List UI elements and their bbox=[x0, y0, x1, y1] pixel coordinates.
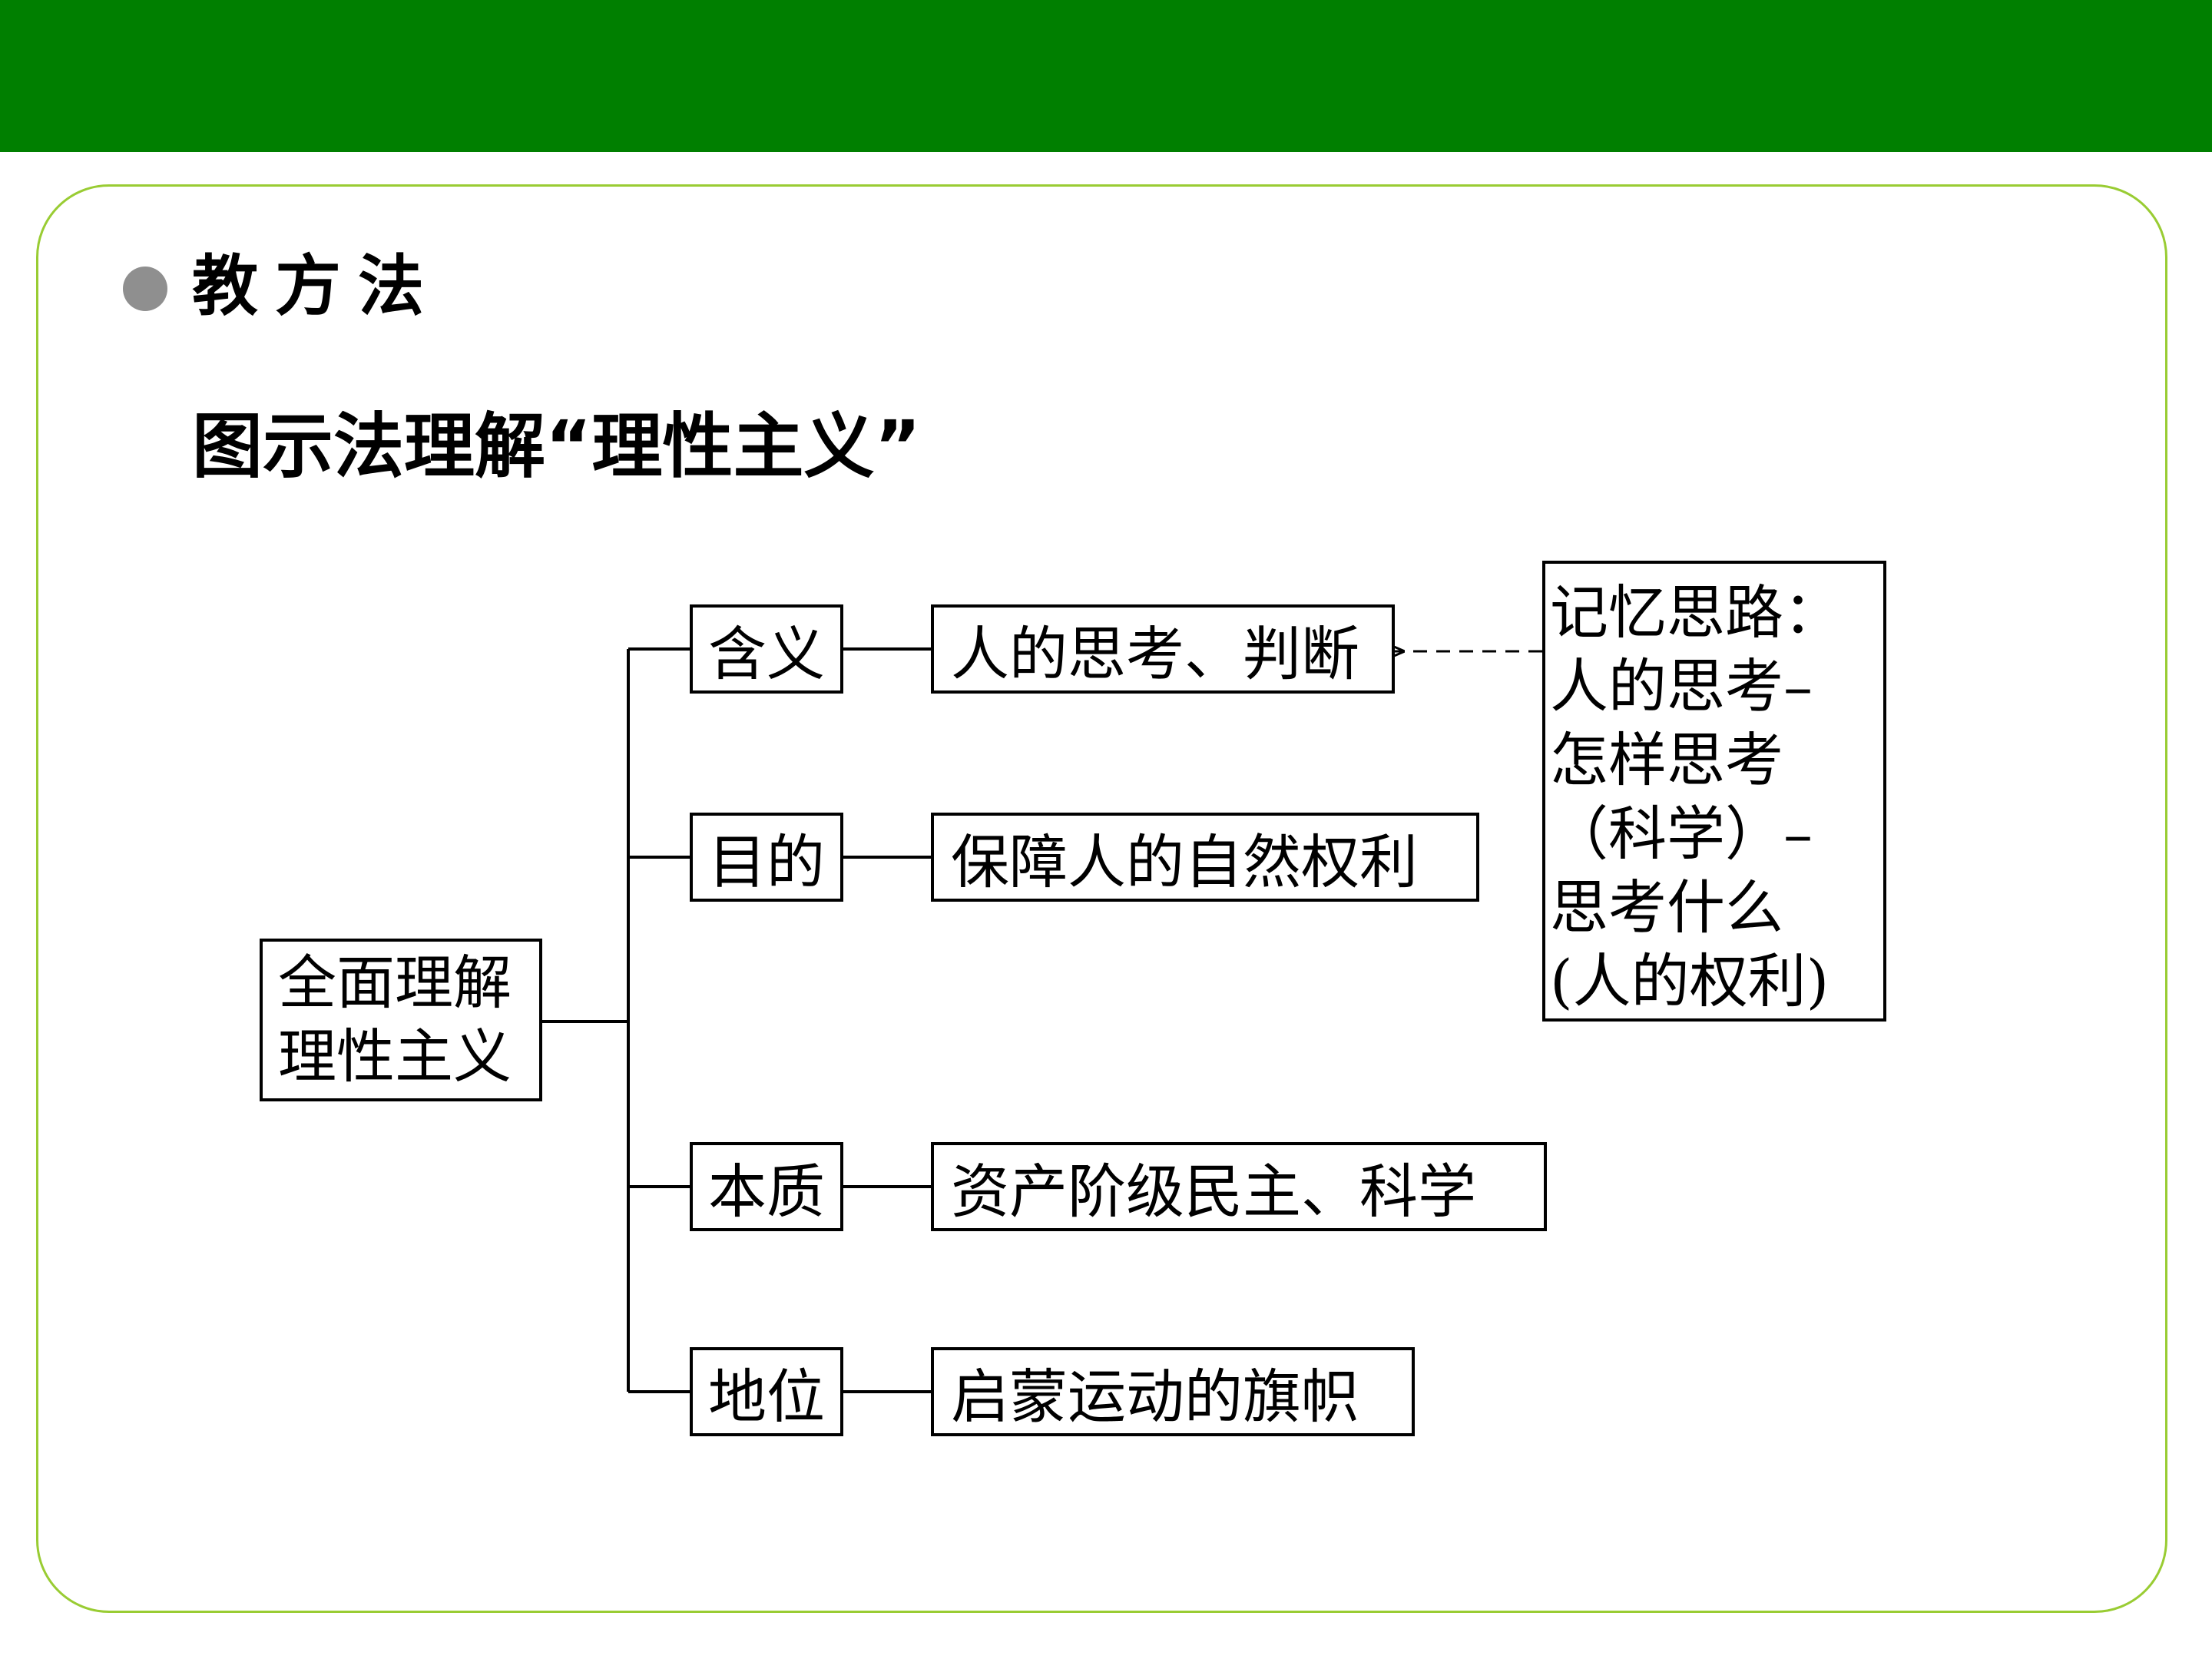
branch-desc-status: 启蒙运动的旗帜 bbox=[931, 1347, 1415, 1436]
section-heading: 教方法 bbox=[192, 248, 441, 325]
branch-label-purpose: 目的 bbox=[690, 813, 843, 902]
branch-desc-meaning: 人的思考、判断 bbox=[931, 604, 1395, 694]
root-node: 全面理解 理性主义 bbox=[260, 939, 542, 1101]
top-banner bbox=[0, 0, 2212, 152]
root-line-2: 理性主义 bbox=[278, 1022, 512, 1091]
branch-desc-purpose: 保障人的自然权利 bbox=[931, 813, 1479, 902]
bullet-icon bbox=[123, 267, 167, 311]
branch-label-status: 地位 bbox=[690, 1347, 843, 1436]
memory-note: 记忆思路： 人的思考– 怎样思考 （科学）– 思考什么 (人的权利) bbox=[1542, 561, 1886, 1022]
branch-label-essence: 本质 bbox=[690, 1142, 843, 1231]
branch-label-meaning: 含义 bbox=[690, 604, 843, 694]
root-line-1: 全面理解 bbox=[278, 949, 512, 1017]
branch-desc-essence: 资产阶级民主、科学 bbox=[931, 1142, 1547, 1231]
diagram-title: 图示法理解“理性主义” bbox=[192, 406, 921, 488]
